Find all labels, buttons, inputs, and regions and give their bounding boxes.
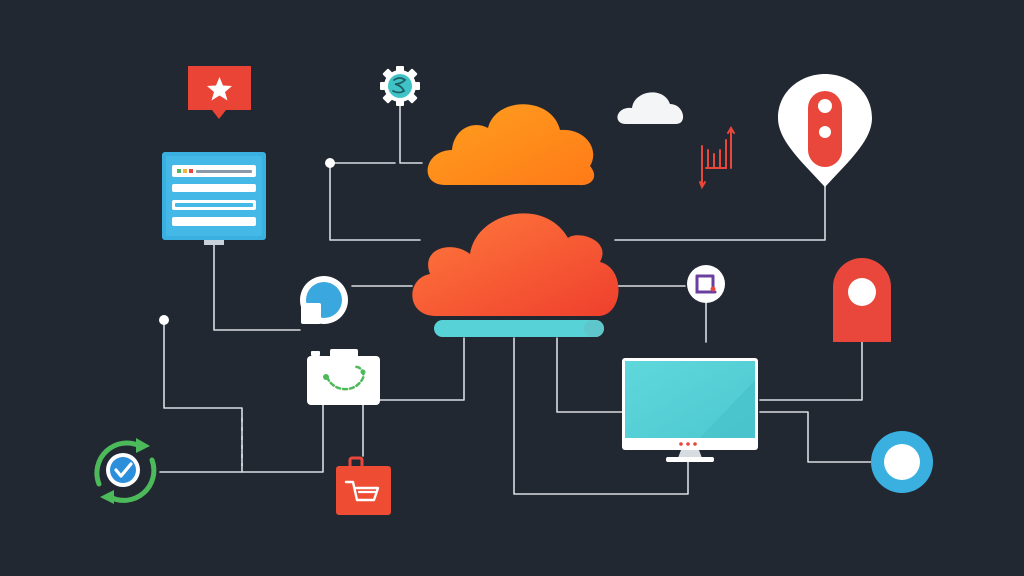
main-cloud-icon[interactable] [412,213,619,316]
wire-gear-to-cloud [399,105,423,164]
star-icon[interactable] [188,66,251,119]
wire-node-left [163,319,243,473]
connector-icon[interactable] [687,265,725,303]
junction-dot-left[interactable] [159,315,169,325]
wire-camera-to-server [379,337,465,401]
wire-sync-to-camera [159,404,324,473]
tag-icon[interactable] [833,258,891,342]
wire-server-to-monitor-bottom [513,337,689,495]
pie-chart-icon[interactable] [300,276,348,324]
monitor-icon[interactable] [622,358,758,462]
gear-icon[interactable] [380,66,420,106]
camera-icon[interactable] [307,349,380,405]
wire-server-to-monitor [556,337,623,413]
shopping-bag-icon[interactable] [336,456,391,515]
wire-browser-to-pie [213,244,301,331]
connector-lines [159,105,873,495]
small-cloud-icon [617,92,684,124]
top-cloud-icon [427,104,595,186]
map-pin-icon[interactable] [778,74,872,187]
wire-tag-to-monitor [759,341,863,401]
status-ring-icon[interactable] [871,431,933,493]
junction-dot-top-left[interactable] [325,158,335,168]
wire-monitor-to-ring [759,411,873,463]
bar-chart-icon[interactable] [699,126,735,190]
wire-pin-to-cloud [614,184,826,241]
wire-left-to-cloud [329,162,421,241]
server-icon[interactable] [434,320,604,337]
sync-check-icon[interactable] [94,438,157,504]
browser-window-icon[interactable] [162,152,266,245]
